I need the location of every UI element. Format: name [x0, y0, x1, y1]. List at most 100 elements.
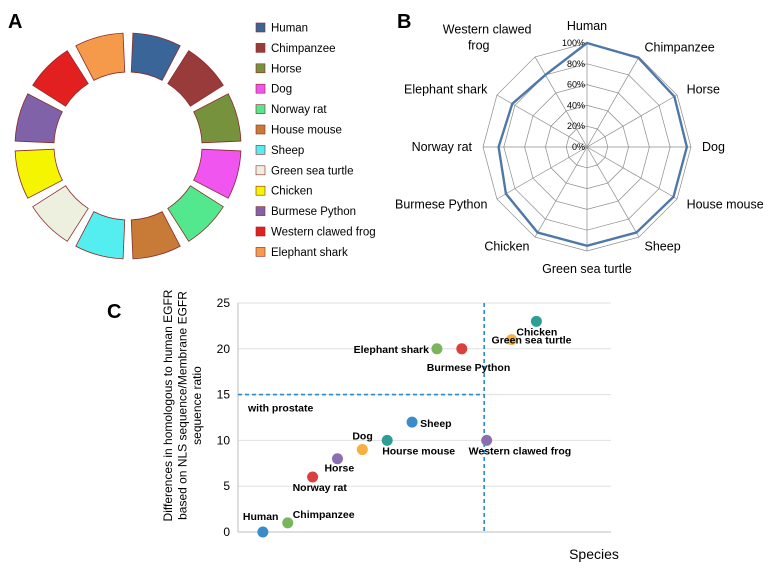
legend-swatch — [255, 104, 266, 114]
donut-segment-western-clawed-frog — [32, 50, 89, 107]
radar-axis-label: Western clawed frog — [443, 22, 532, 52]
donut-segment-chimpanzee — [167, 50, 224, 107]
scatter-point-label: Green sea turtle — [492, 335, 572, 347]
donut-segment-green-sea-turtle — [32, 185, 89, 242]
radar-series-line — [497, 41, 689, 248]
donut-chart — [14, 32, 242, 260]
radar-spoke — [586, 146, 678, 200]
legend-swatch — [255, 165, 266, 176]
radar-tick-label: 80% — [567, 59, 585, 69]
legend-swatch — [255, 124, 266, 135]
legend-label: Green sea turtle — [271, 165, 353, 177]
scatter-point-label: Chicken — [516, 326, 557, 338]
legend-label: Sheep — [271, 145, 304, 157]
donut-segment-human — [130, 32, 181, 81]
radar-axis-label: Chimpanzee — [645, 40, 715, 54]
scatter-point — [456, 343, 468, 355]
radar-spoke — [586, 146, 640, 238]
radar-axis-label: Elephant shark — [404, 83, 488, 97]
scatter-point-label: Hourse mouse — [382, 445, 455, 457]
radar-tick-label: 60% — [567, 80, 585, 90]
panel-b-letter: B — [397, 11, 411, 33]
radar-axis-label: Green sea turtle — [542, 262, 632, 276]
donut-segment-sheep — [75, 211, 126, 260]
scatter-point — [331, 453, 343, 465]
scatter-y-tick-label: 0 — [223, 525, 230, 539]
scatter-point-label: Dog — [352, 431, 372, 443]
radar-axis-label: Horse — [687, 83, 720, 97]
legend-swatch — [255, 206, 266, 216]
prostate-threshold-label: with prostate — [247, 403, 313, 415]
scatter-y-axis-label: sequence ratio — [190, 366, 204, 445]
radar-axis-label-line: frog — [468, 38, 490, 52]
radar-axis-label: House mouse — [687, 198, 764, 212]
donut-segment-house-mouse — [130, 211, 181, 260]
legend-label: Chimpanzee — [271, 43, 336, 55]
legend-swatch — [255, 185, 266, 196]
radar-axis-label: Burmese Python — [395, 198, 487, 212]
radar-axis-label-line: Western clawed — [443, 22, 532, 36]
scatter-point — [506, 334, 518, 346]
scatter-y-tick-label: 20 — [217, 342, 231, 356]
scatter-point-label: Burmese Python — [427, 362, 510, 374]
scatter-point-label: Sheep — [420, 418, 452, 430]
radar-tick-label: 20% — [567, 121, 585, 131]
scatter-point — [282, 517, 294, 529]
donut-segment-horse — [193, 93, 242, 144]
scatter-y-tick-label: 15 — [217, 388, 231, 402]
radar-axis-label: Human — [567, 19, 607, 33]
legend-label: Elephant shark — [271, 247, 348, 259]
donut-segment-elephant-shark — [75, 32, 126, 81]
scatter-y-tick-label: 10 — [217, 433, 231, 447]
donut-segment-norway-rat — [167, 185, 224, 242]
scatter-point-label: Horse — [324, 463, 354, 475]
radar-spoke — [534, 146, 588, 238]
radar-spoke — [586, 94, 678, 148]
donut-segment-dog — [193, 148, 242, 199]
radar-tick-label: 0% — [572, 142, 585, 152]
scatter-point — [481, 434, 493, 446]
radar-spoke — [534, 56, 588, 148]
scatter-point — [356, 444, 368, 456]
radar-tick-label: 100% — [562, 38, 585, 48]
legend-label: Norway rat — [271, 104, 327, 116]
scatter-point-label: Elephant shark — [354, 344, 429, 356]
legend-label: Human — [271, 23, 308, 35]
panel-a-letter: A — [8, 11, 22, 33]
scatter-x-axis-label: Species — [569, 546, 619, 562]
scatter-point — [431, 343, 443, 355]
legend-swatch — [255, 63, 266, 74]
legend-swatch — [255, 247, 266, 257]
legend-label: Horse — [271, 63, 302, 75]
scatter-point-label: Norway rat — [293, 482, 348, 494]
radar-spoke — [586, 56, 640, 148]
radar-axis-label: Norway rat — [412, 140, 473, 154]
scatter-point-label: Chimpanzee — [293, 509, 355, 521]
radar-tick-label: 40% — [567, 100, 585, 110]
scatter-point-label: Human — [243, 511, 279, 523]
scatter-y-axis-label: based on NLS sequence/Membrane EGFR — [176, 291, 190, 520]
legend-label: Chicken — [271, 186, 313, 198]
scatter-point-label: Western clawed frog — [469, 445, 571, 457]
legend-swatch — [255, 22, 266, 33]
donut-segment-chicken — [14, 148, 63, 199]
radar-axis-label: Dog — [702, 140, 725, 154]
scatter-point — [406, 416, 418, 428]
legend-label: Dog — [271, 84, 292, 96]
legend-swatch — [255, 83, 266, 94]
legend-swatch — [255, 226, 266, 237]
legend-swatch — [255, 145, 266, 155]
radar-axis-label: Chicken — [484, 240, 529, 254]
radar-chart: 0% 20% 40% 60% 80% 100% HumanChimpanzeeHorseDo… — [395, 19, 764, 276]
scatter-y-tick-label: 5 — [223, 479, 230, 493]
legend-label: Burmese Python — [271, 206, 356, 218]
legend-label: House mouse — [271, 125, 342, 137]
scatter-y-tick-label: 25 — [217, 296, 231, 310]
legend-label: Western clawed frog — [271, 227, 376, 239]
donut-segment-burmese-python — [14, 93, 63, 144]
radar-axis-label: Sheep — [645, 240, 681, 254]
scatter-y-axis-label: Differences in homologous to human EGFR — [161, 289, 175, 521]
